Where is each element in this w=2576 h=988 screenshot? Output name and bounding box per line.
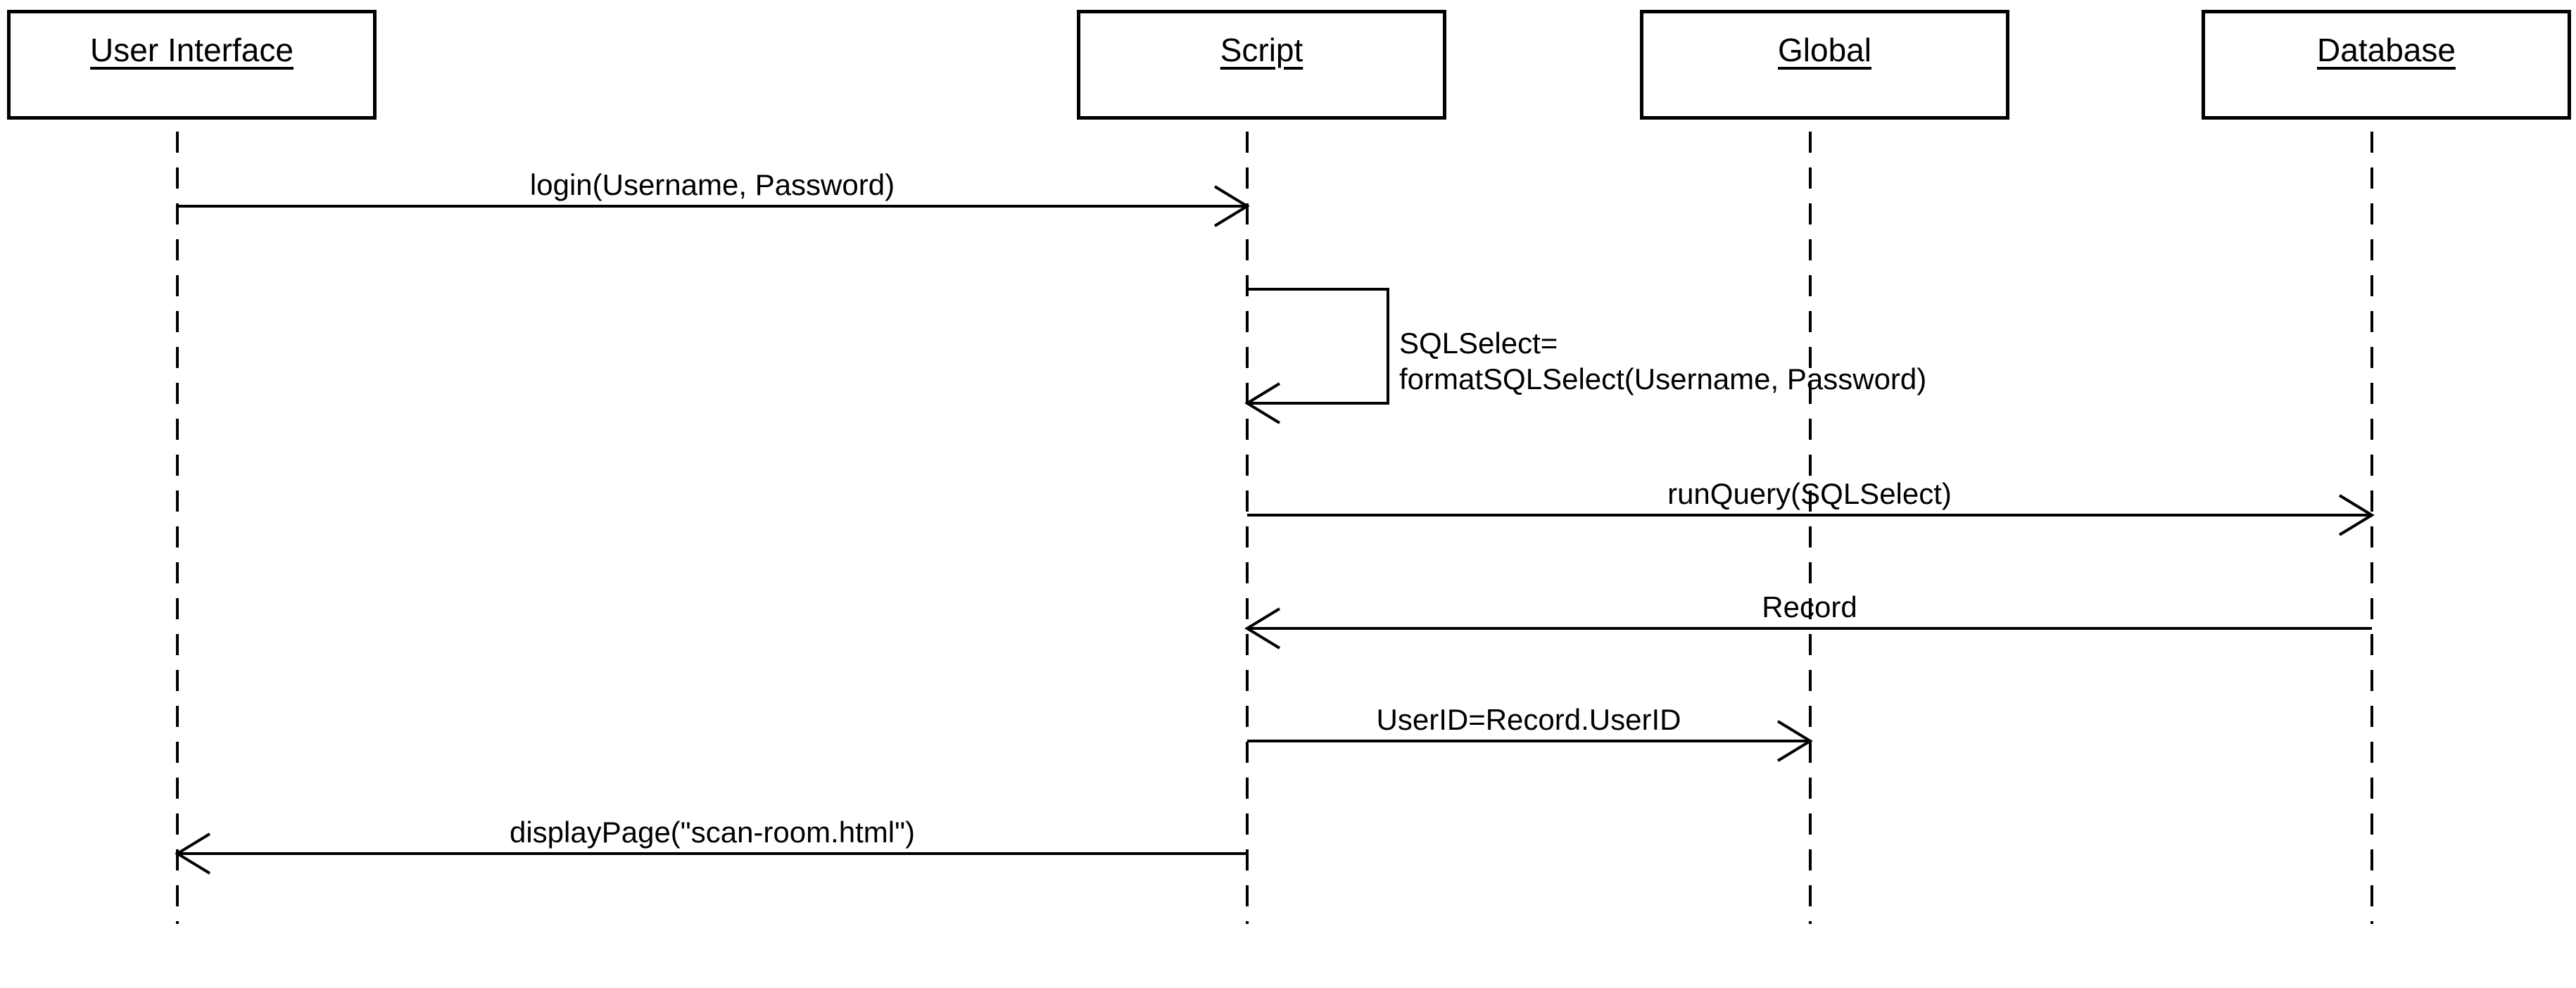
arrowhead-left-icon [1244,607,1281,650]
actor-box-global: Global [1640,10,2009,120]
actor-box-database: Database [2202,10,2571,120]
message-label-displaypage: displayPage("scan-room.html") [510,816,915,849]
arrowhead-left-icon [1244,382,1281,424]
arrowhead-right-icon [1213,185,1250,227]
arrowhead-right-icon [2338,494,2375,536]
actor-box-user-interface: User Interface [7,10,377,120]
message-arrow-self-call [1247,288,1389,405]
actor-title-script: Script [1220,32,1303,68]
message-label-record: Record [1762,590,1857,623]
actor-title-user-interface: User Interface [90,32,293,68]
message-label-login: login(Username, Password) [530,168,895,201]
message-label-self-call-line2: formatSQLSelect(Username, Password) [1399,362,1926,395]
message-label-self-call-line1: SQLSelect= [1399,327,1558,360]
arrowhead-right-icon [1776,720,1813,762]
actor-title-database: Database [2317,32,2456,68]
arrowhead-left-icon [175,832,211,875]
actor-box-script: Script [1077,10,1446,120]
actor-title-global: Global [1778,32,1871,68]
message-label-userid: UserID=Record.UserID [1377,703,1681,736]
message-label-runquery: runQuery(SQLSelect) [1667,477,1952,510]
